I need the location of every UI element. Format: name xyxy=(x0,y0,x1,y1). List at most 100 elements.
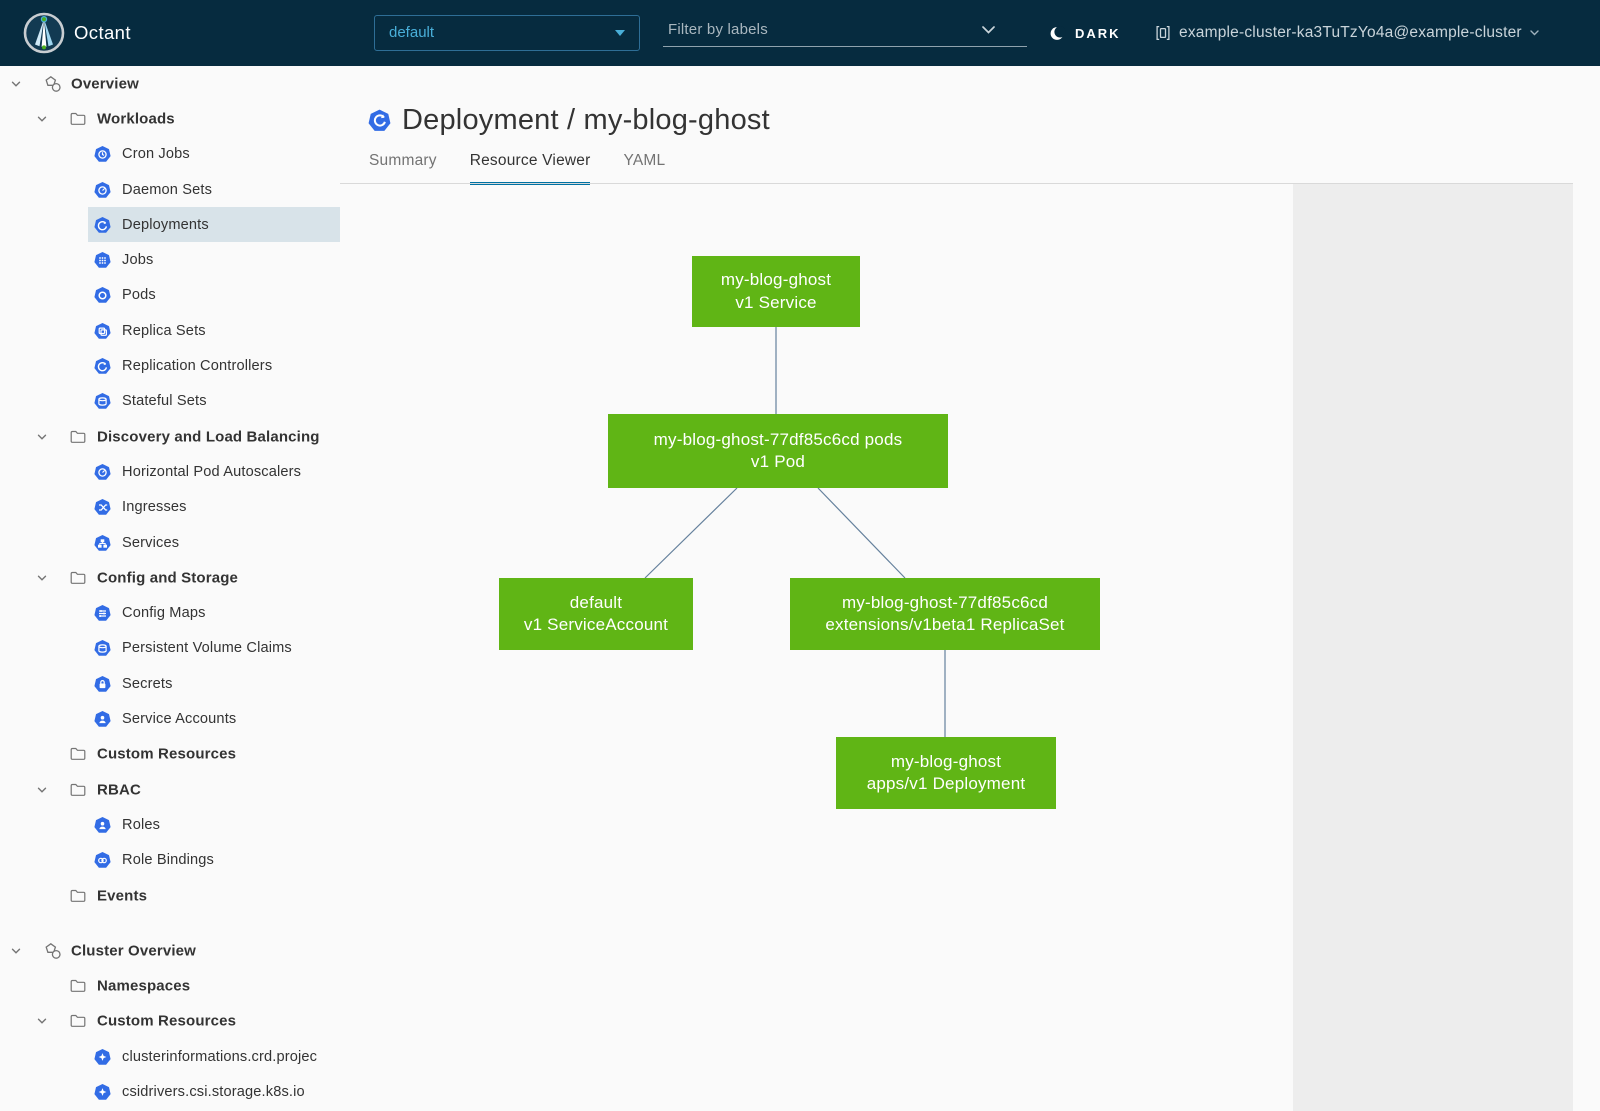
sidebar-item-daemon-sets[interactable]: Daemon Sets xyxy=(0,172,340,207)
sidebar-item-stateful-sets[interactable]: Stateful Sets xyxy=(0,384,340,419)
app-header: Octant default Filter by labels DARK exa… xyxy=(0,0,1600,66)
folder-icon xyxy=(70,571,86,584)
sidebar-item-label: Stateful Sets xyxy=(122,393,207,410)
person-k8s-icon xyxy=(94,816,111,833)
sidebar-item-custom-resources[interactable]: Custom Resources xyxy=(0,737,340,772)
sidebar-item-label: Overview xyxy=(71,75,139,93)
dots-k8s-icon xyxy=(94,252,111,268)
caret-down-icon[interactable] xyxy=(36,431,48,443)
theme-toggle-label: DARK xyxy=(1075,25,1121,41)
folder-icon xyxy=(70,748,86,761)
label-filter-input[interactable]: Filter by labels xyxy=(663,18,1027,47)
theme-toggle-button[interactable]: DARK xyxy=(1049,0,1121,66)
tab-bar: Summary Resource Viewer YAML xyxy=(369,152,698,185)
chevron-down-icon[interactable] xyxy=(982,26,995,34)
sidebar-item-label: Workloads xyxy=(97,110,175,128)
sidebar-item-persistent-volume-claims[interactable]: Persistent Volume Claims xyxy=(0,631,340,666)
cluster-selector-label: example-cluster-ka3TuTzYo4a@example-clus… xyxy=(1179,24,1522,41)
node-kind: v1 Pod xyxy=(750,452,806,471)
sidebar-item-cron-jobs[interactable]: Cron Jobs xyxy=(0,137,340,172)
tab-summary[interactable]: Summary xyxy=(369,152,437,169)
sidebar-item-label: Pods xyxy=(122,287,156,304)
caret-down-icon[interactable] xyxy=(36,784,48,796)
caret-down-icon[interactable] xyxy=(10,945,22,957)
sidebar-item-label: Secrets xyxy=(122,675,173,692)
sidebar-item-label: Daemon Sets xyxy=(122,181,213,198)
sidebar-item-label: Roles xyxy=(122,816,161,833)
lock-k8s-icon xyxy=(94,675,111,692)
sidebar-item-cluster-overview[interactable]: Cluster Overview xyxy=(0,933,340,968)
sidebar-item-workloads[interactable]: Workloads xyxy=(0,101,340,136)
gauge-k8s-icon xyxy=(94,181,111,198)
sidebar-item-secrets[interactable]: Secrets xyxy=(0,666,340,701)
tree-k8s-icon xyxy=(94,534,111,551)
sidebar-item-label: Deployments xyxy=(122,216,209,233)
node-kind: extensions/v1beta1 ReplicaSet xyxy=(825,615,1065,634)
folder-icon xyxy=(70,980,86,993)
sidebar-item-label: RBAC xyxy=(97,781,141,799)
sidebar-item-label: Namespaces xyxy=(97,977,191,995)
sidebar-item-label: Jobs xyxy=(122,252,154,269)
right-panel xyxy=(1293,184,1573,1111)
sidebar-item-namespaces[interactable]: Namespaces xyxy=(0,969,340,1004)
graph-edge xyxy=(644,487,738,579)
octant-logo-icon[interactable] xyxy=(23,12,65,54)
sidebar-item-config-maps[interactable]: Config Maps xyxy=(0,596,340,631)
caret-down-icon[interactable] xyxy=(10,78,22,90)
sidebar-item-rbac[interactable]: RBAC xyxy=(0,772,340,807)
dropdown-caret-icon xyxy=(615,30,625,36)
deployment-icon xyxy=(368,109,391,131)
sidebar-item-service-accounts[interactable]: Service Accounts xyxy=(0,701,340,736)
folder-icon xyxy=(70,783,86,796)
node-name: my-blog-ghost xyxy=(720,270,832,290)
sidebar-item-role-bindings[interactable]: Role Bindings xyxy=(0,843,340,878)
sidebar-item-services[interactable]: Services xyxy=(0,525,340,560)
sidebar-item-label: Custom Resources xyxy=(97,1012,237,1030)
sidebar-nav: Overview Workloads Cron Jobs Daemon Sets… xyxy=(0,66,340,1111)
cluster-icon xyxy=(1156,25,1170,41)
sidebar-item-custom-resources[interactable]: Custom Resources xyxy=(0,1004,340,1039)
sidebar-item-replication-controllers[interactable]: Replication Controllers xyxy=(0,348,340,383)
cluster-selector[interactable]: example-cluster-ka3TuTzYo4a@example-clus… xyxy=(1155,0,1539,66)
graph-edge xyxy=(817,487,906,579)
sidebar-item-deployments[interactable]: Deployments xyxy=(0,207,340,243)
sidebar-item-label: Custom Resources xyxy=(97,745,237,763)
sidebar-item-ingresses[interactable]: Ingresses xyxy=(0,490,340,525)
clock-k8s-icon xyxy=(94,146,111,163)
sidebar-item-events[interactable]: Events xyxy=(0,878,340,913)
shuffle-k8s-icon xyxy=(94,499,111,516)
page-title-row: Deployment / my-blog-ghost xyxy=(368,104,770,137)
sidebar-item-discovery-and-load-balancing[interactable]: Discovery and Load Balancing xyxy=(0,419,340,454)
sidebar-item-label: Ingresses xyxy=(122,499,187,516)
star-k8s-icon xyxy=(94,1084,111,1100)
sidebar-item-replica-sets[interactable]: Replica Sets xyxy=(0,313,340,348)
sidebar-item-clusterinformations-crd-projec[interactable]: clusterinformations.crd.projec xyxy=(0,1039,340,1074)
person-k8s-icon xyxy=(94,711,111,727)
namespace-dropdown[interactable]: default xyxy=(374,15,640,51)
caret-down-icon[interactable] xyxy=(36,572,48,584)
sidebar-item-label: Events xyxy=(97,887,148,905)
sidebar-item-jobs[interactable]: Jobs xyxy=(0,243,340,278)
caret-down-icon[interactable] xyxy=(36,113,48,125)
sidebar-item-roles[interactable]: Roles xyxy=(0,807,340,842)
sidebar-item-horizontal-pod-autoscalers[interactable]: Horizontal Pod Autoscalers xyxy=(0,454,340,489)
sidebar-item-config-and-storage[interactable]: Config and Storage xyxy=(0,560,340,595)
sidebar-item-overview[interactable]: Overview xyxy=(0,66,340,101)
layers-k8s-icon xyxy=(94,322,111,339)
node-name: default xyxy=(569,592,623,612)
folder-icon xyxy=(70,889,86,902)
tab-resource-viewer[interactable]: Resource Viewer xyxy=(469,152,591,185)
sidebar-item-csidrivers-csi-storage-k8s-io[interactable]: csidrivers.csi.storage.k8s.io xyxy=(0,1074,340,1109)
sidebar-item-label: Role Bindings xyxy=(122,852,214,869)
tab-yaml[interactable]: YAML xyxy=(623,152,666,169)
sidebar-item-label: Horizontal Pod Autoscalers xyxy=(122,463,302,480)
caret-down-icon[interactable] xyxy=(36,1015,48,1027)
folder-icon xyxy=(70,1015,86,1028)
sidebar-item-label: Config and Storage xyxy=(97,569,239,587)
sidebar-item-pods[interactable]: Pods xyxy=(0,278,340,313)
